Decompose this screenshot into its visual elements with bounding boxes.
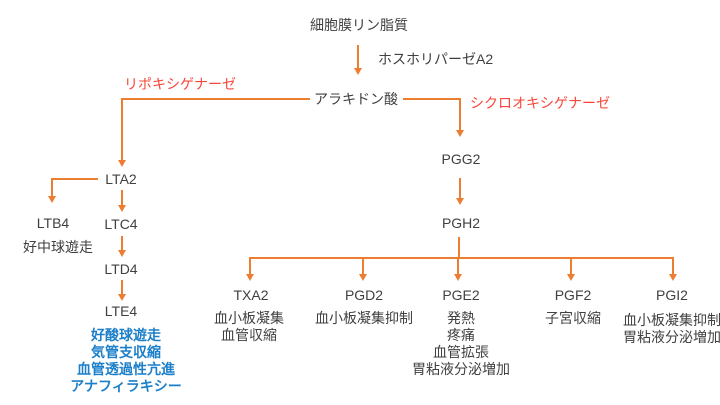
node-pge2: PGE2: [442, 287, 480, 303]
node-pgi2: PGI2: [656, 287, 688, 303]
connector-to-txa2: [249, 257, 251, 274]
effect-vasodilation: 血管拡張: [433, 344, 489, 360]
node-txa2: TXA2: [233, 287, 269, 303]
effect-platelet-aggregation: 血小板凝集: [214, 310, 284, 326]
node-pgg2: PGG2: [441, 151, 481, 167]
connector-pgh2-stub: [458, 237, 460, 259]
connector-to-pgf2: [570, 257, 572, 274]
connector-lta2-to-ltb4-vertical: [51, 178, 53, 197]
effect-uterine-contraction: 子宮収縮: [545, 310, 601, 326]
effect-platelet-aggregation-inhibition: 血小板凝集抑制: [315, 310, 413, 326]
enzyme-label-lipoxygenase: リポキシゲナーゼ: [124, 76, 236, 92]
arrowhead-to-pgf2: [566, 274, 575, 281]
arrowhead-to-txa2: [245, 274, 254, 281]
connector-ltd4-to-lte4: [121, 280, 123, 295]
effects-leukotriene-blue-block: 好酸球遊走 気管支収縮 血管透過性亢進 アナフィラキシー: [70, 327, 181, 395]
effects-txa2: 血小板凝集 血管収縮: [214, 310, 284, 344]
arrowhead-to-pge2: [453, 274, 462, 281]
node-ltc4: LTC4: [104, 216, 138, 232]
arrowhead-to-pgi2: [668, 274, 677, 281]
effect-gastric-mucus-increase: 胃粘液分泌増加: [412, 361, 510, 377]
effect-bronchoconstriction: 気管支収縮: [90, 344, 161, 360]
node-ltd4: LTD4: [104, 261, 138, 277]
arrowhead-to-ltb4: [47, 196, 56, 203]
arrowhead-to-lta2: [117, 160, 126, 167]
node-ltb4: LTB4: [36, 215, 70, 231]
node-lta2: LTA2: [105, 171, 137, 187]
connector-lta2-to-ltb4-horizontal: [52, 178, 98, 180]
connector-left-vertical-to-lta2: [121, 98, 123, 161]
node-cell-membrane-phospholipid: 細胞膜リン脂質: [310, 17, 408, 33]
effects-pge2: 発熱 疼痛 血管拡張 胃粘液分泌増加: [412, 310, 510, 378]
effect-ltb4-neutrophil-migration: 好中球遊走: [23, 239, 93, 255]
enzyme-label-phospholipase-a2: ホスホリパーゼA2: [378, 51, 494, 67]
effects-pgi2: 血小板凝集抑制 胃粘液分泌増加: [623, 312, 720, 346]
connector-ltc4-to-ltd4: [121, 236, 123, 251]
arrowhead-to-lte4: [117, 294, 126, 301]
node-arachidonic-acid: アラキドン酸: [314, 91, 398, 107]
arrowhead-to-ltd4: [117, 250, 126, 257]
connector-lta2-to-ltc4: [121, 190, 123, 206]
effects-pgd2: 血小板凝集抑制: [315, 310, 413, 327]
connector-prostanoid-distribution-bar: [250, 257, 674, 259]
connector-arachidonic-left-horizontal: [122, 98, 310, 100]
connector-phospholipid-to-arachidonic: [357, 45, 359, 69]
effect-vascular-permeability: 血管透過性亢進: [76, 361, 175, 377]
effect-platelet-aggregation-inhibition: 血小板凝集抑制: [623, 312, 720, 328]
arrowhead-to-pgh2: [455, 198, 464, 205]
connector-right-vertical-to-pgg2: [459, 98, 461, 131]
node-pgf2: PGF2: [554, 287, 592, 303]
effect-fever: 発熱: [447, 310, 475, 326]
enzyme-label-cyclooxygenase: シクロオキシゲナーゼ: [470, 95, 610, 111]
node-pgd2: PGD2: [344, 287, 384, 303]
effect-eosinophil-migration: 好酸球遊走: [90, 327, 161, 343]
effect-gastric-mucus-increase: 胃粘液分泌増加: [623, 329, 720, 345]
arrowhead-to-pgd2: [358, 274, 367, 281]
node-pgh2: PGH2: [441, 215, 481, 231]
node-lte4: LTE4: [104, 303, 138, 319]
connector-to-pgi2: [672, 257, 674, 274]
arrowhead-to-ltc4: [117, 205, 126, 212]
connector-to-pge2: [457, 257, 459, 274]
connector-pgg2-to-pgh2: [459, 178, 461, 199]
arrowhead-to-pgg2: [455, 130, 464, 137]
connector-arachidonic-right-horizontal: [403, 98, 461, 100]
effect-anaphylaxis: アナフィラキシー: [70, 378, 182, 394]
effect-vasoconstriction: 血管収縮: [221, 327, 277, 343]
effect-pain: 疼痛: [447, 327, 475, 343]
connector-to-pgd2: [362, 257, 364, 274]
effects-pgf2: 子宮収縮: [545, 310, 601, 327]
arrowhead-to-arachidonic: [353, 68, 362, 75]
